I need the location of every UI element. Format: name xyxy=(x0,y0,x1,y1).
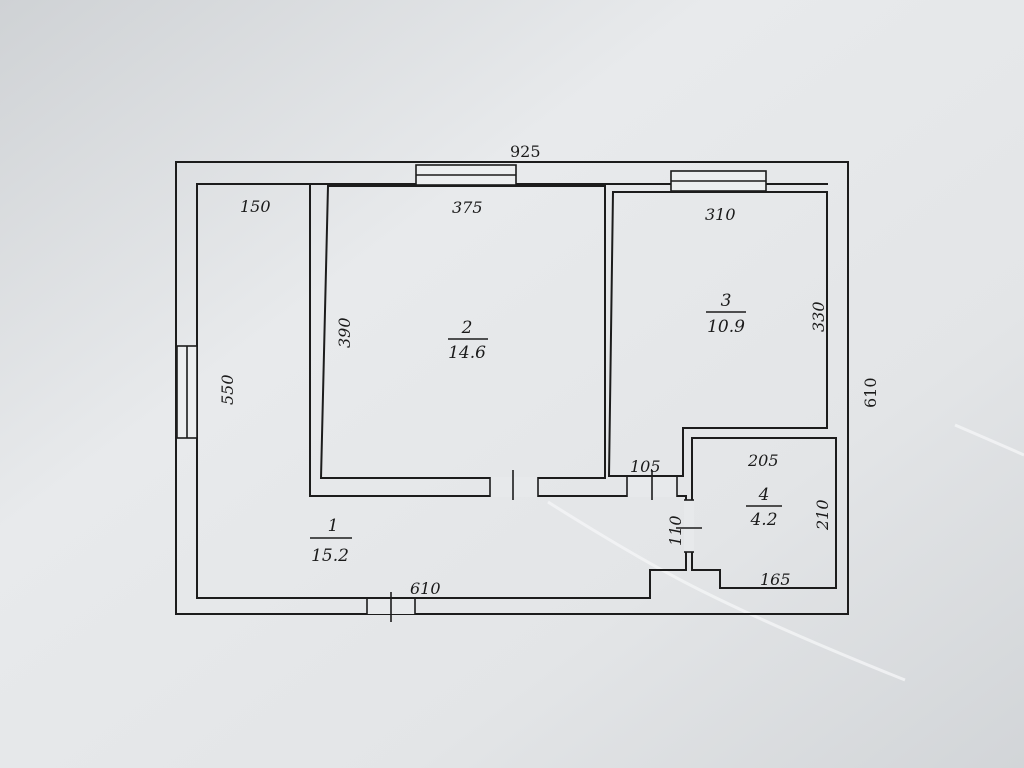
door-room-4 xyxy=(676,499,702,553)
svg-text:10.9: 10.9 xyxy=(707,317,745,337)
room-4-dim-label: 165 xyxy=(760,570,791,589)
paper-crease xyxy=(547,500,906,682)
svg-text:3: 3 xyxy=(721,291,732,311)
room-4-label: 4 4.2 xyxy=(746,485,782,530)
room-1-dim-label: 610 xyxy=(410,579,441,598)
room-3-dim-label: 330 xyxy=(809,301,828,332)
door-room-3 xyxy=(626,470,678,500)
svg-text:4.2: 4.2 xyxy=(749,510,777,530)
svg-text:15.2: 15.2 xyxy=(311,546,349,566)
room-3-label: 3 10.9 xyxy=(706,291,746,337)
room-1-label: 1 15.2 xyxy=(310,516,352,566)
svg-text:1: 1 xyxy=(328,516,339,536)
svg-text:4: 4 xyxy=(758,485,770,505)
corridor-dim-label: 105 xyxy=(630,457,661,476)
room-2-dim-label: 390 xyxy=(335,317,354,348)
paper-crease xyxy=(954,423,1024,457)
door-room-2 xyxy=(489,470,539,500)
corridor-dim-label: 110 xyxy=(666,515,685,546)
svg-text:2: 2 xyxy=(461,318,473,338)
room-2-label: 2 14.6 xyxy=(448,318,488,363)
room-4-dim-label: 210 xyxy=(813,499,832,531)
room-1-dim-label: 550 xyxy=(218,374,237,405)
room-4-outline xyxy=(691,437,837,589)
room-2-dim-label: 375 xyxy=(452,198,483,217)
room-3-outline xyxy=(607,191,828,477)
room-3-dim-label: 310 xyxy=(705,205,736,224)
entrance-door xyxy=(366,592,416,622)
room-4-dim-label: 205 xyxy=(747,451,779,470)
overall-depth-label: 610 xyxy=(861,377,880,408)
room-1-dim-label: 150 xyxy=(240,197,271,216)
svg-text:14.6: 14.6 xyxy=(448,343,486,363)
overall-width-label: 925 xyxy=(510,142,541,161)
interior-wall xyxy=(309,183,828,496)
